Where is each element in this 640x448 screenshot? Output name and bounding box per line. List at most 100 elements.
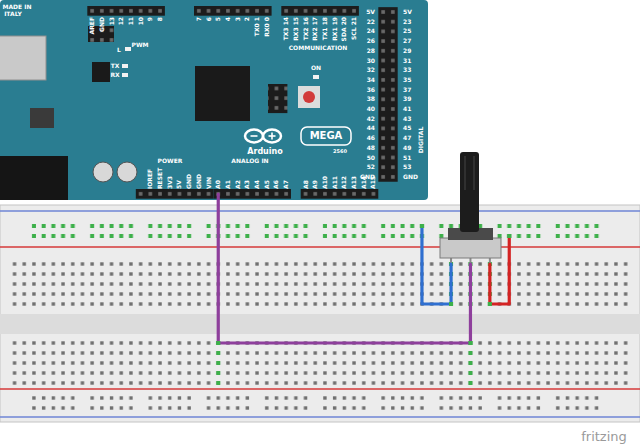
board-label: AREF: [89, 17, 95, 43]
wire-end: [216, 341, 220, 345]
led: [122, 73, 128, 77]
board-label: L: [117, 47, 121, 53]
signal-wire: [218, 194, 470, 343]
rail-line-red: [0, 246, 640, 248]
potentiometer-shaft: [460, 152, 479, 232]
shaft-knurl: [474, 156, 475, 190]
board-label: A10: [322, 163, 328, 189]
connected-holes: [213, 338, 223, 388]
board-label: 39: [403, 96, 419, 102]
board-label: TX: [111, 63, 120, 69]
board-label: 43: [403, 116, 419, 122]
board-label: A9: [312, 163, 318, 189]
board-label: A1: [225, 163, 231, 189]
voltage-regulator: [30, 108, 54, 128]
board-label: 45: [403, 125, 419, 131]
board-label: TX1 18: [322, 17, 328, 43]
board-label: TX2 16: [303, 17, 309, 43]
board-label: 51: [403, 155, 419, 161]
shaft-knurl: [465, 156, 466, 190]
board-label: 29: [403, 48, 419, 54]
board-label: 27: [403, 38, 419, 44]
board-label: 2: [244, 17, 250, 43]
wire-end: [420, 224, 424, 228]
power-wire: [490, 236, 509, 304]
board-label: 36: [359, 87, 375, 93]
board-label: 37: [403, 87, 419, 93]
watermark: fritzing: [581, 430, 627, 443]
microcontroller-chip: [195, 66, 250, 121]
board-label: 22: [359, 19, 375, 25]
board-label: 28: [359, 48, 375, 54]
board-label: 31: [403, 58, 419, 64]
reset-button: [298, 86, 320, 108]
potentiometer-body: [440, 238, 501, 258]
board-label: A15: [370, 163, 376, 189]
board-label: POWER: [158, 158, 183, 164]
board-label: 5V: [176, 163, 182, 189]
usb-chip: [92, 62, 110, 82]
board-label: 5V: [359, 9, 375, 15]
board-label: 9: [147, 17, 153, 43]
board-label: RX0 0: [264, 17, 270, 43]
board-label: COMMUNICATION: [289, 45, 348, 51]
board-label: ANALOG IN: [231, 158, 268, 164]
ground-wire: [422, 226, 451, 304]
icsp-header: [268, 84, 287, 113]
pin-header: [136, 189, 214, 199]
board-label: 42: [359, 116, 375, 122]
reset-button-cap: [303, 91, 315, 103]
board-label: RESET: [157, 163, 163, 189]
rail-line-red: [0, 388, 640, 390]
board-label: 34: [359, 77, 375, 83]
pin-header: [194, 6, 272, 16]
board-label: GND: [99, 17, 105, 43]
board-label: TX0 1: [254, 17, 260, 43]
board-label: 44: [359, 125, 375, 131]
board-label: RX: [110, 72, 119, 78]
board-label: 6: [206, 17, 212, 43]
board-label: A5: [264, 163, 270, 189]
board-label: RX3 15: [293, 17, 299, 43]
board-label: 52: [359, 164, 375, 170]
pin-header: [87, 6, 165, 16]
pin-header: [378, 7, 397, 182]
board-label: 25: [403, 28, 419, 34]
board-label: A3: [244, 163, 250, 189]
board-label: SDA 20: [341, 17, 347, 43]
board-label: 3: [235, 17, 241, 43]
led: [125, 47, 131, 51]
board-label: VIN: [206, 163, 212, 189]
board-label: 3V3: [167, 163, 173, 189]
pin-header: [301, 189, 379, 199]
arduino-logo: [245, 130, 263, 143]
board-label: 4: [225, 17, 231, 43]
board-label: A14: [361, 163, 367, 189]
board-label: GND: [186, 163, 192, 189]
rail-line-blue: [0, 416, 640, 418]
board-label: 35: [403, 77, 419, 83]
board-label: 24: [359, 28, 375, 34]
board-label: A6: [273, 163, 279, 189]
board-label: 46: [359, 135, 375, 141]
board-label: MADE IN: [2, 4, 31, 10]
board-label: PWM: [132, 42, 149, 48]
power-rail-holes: [29, 221, 611, 241]
board-label: 5V: [403, 9, 419, 15]
capacitor: [93, 162, 113, 182]
board-label: 12: [118, 17, 124, 43]
board-label: ON: [311, 65, 321, 71]
board-label: GND: [196, 163, 202, 189]
board-label: 7: [196, 17, 202, 43]
board-label: 47: [403, 135, 419, 141]
logo-plus: [271, 133, 273, 140]
board-label: 2560: [333, 149, 347, 154]
wire-end: [468, 341, 472, 345]
wire-end: [449, 302, 453, 306]
breadboard-channel: [0, 314, 640, 334]
connected-holes: [466, 338, 476, 388]
power-rail-holes: [29, 393, 611, 413]
board-label: 23: [403, 19, 419, 25]
board-label: A12: [341, 163, 347, 189]
breadboard: [0, 205, 640, 422]
